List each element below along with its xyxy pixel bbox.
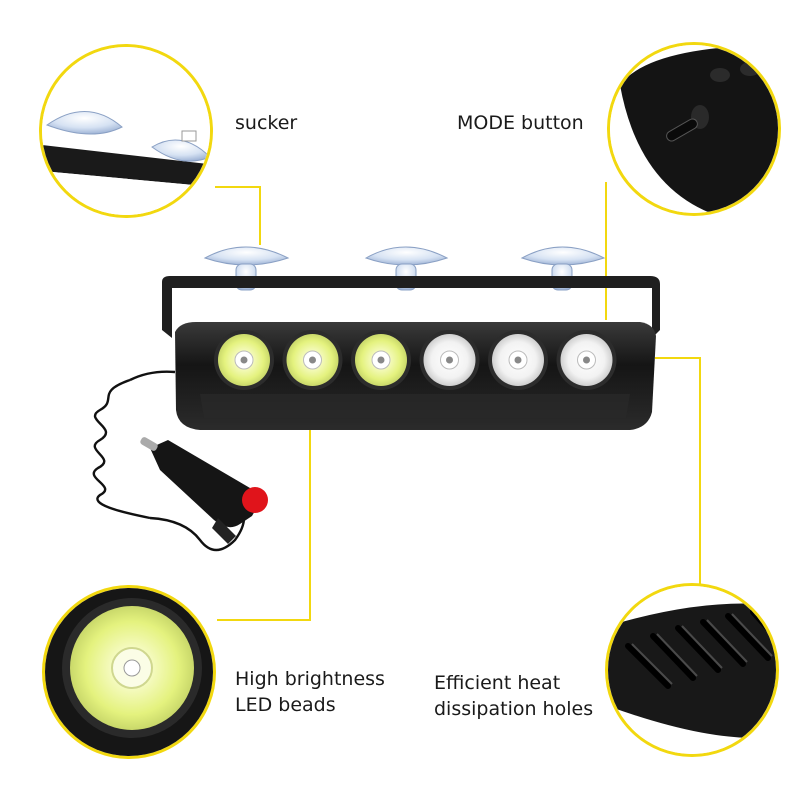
label-led-line2: LED beads [235, 694, 336, 716]
label-sucker: sucker [235, 112, 298, 134]
callout-heat-holes [605, 583, 779, 757]
led-bead [351, 330, 411, 390]
leader-line-sucker [215, 186, 261, 245]
led-bead [282, 330, 343, 390]
callout-sucker [39, 44, 213, 218]
heat-holes-closeup [608, 586, 776, 754]
led-bead [488, 330, 548, 390]
label-mode-button: MODE button [457, 112, 584, 134]
led-bead [419, 330, 480, 390]
led-row [214, 330, 617, 390]
mounting-bracket [162, 276, 660, 338]
leader-line-led [217, 395, 311, 621]
car-plug [140, 437, 268, 544]
led-bead [214, 330, 274, 390]
sucker-closeup [42, 47, 210, 215]
power-switch [242, 487, 268, 513]
led-bead-closeup [45, 588, 213, 756]
label-heat-line2: dissipation holes [434, 698, 594, 720]
mode-button-icon [666, 118, 698, 142]
mode-button-closeup [610, 45, 778, 213]
leader-lines [215, 182, 701, 621]
label-heat-line1: Efficient heat [434, 672, 561, 694]
label-led-line1: High brightness [235, 668, 385, 690]
led-bead [556, 330, 617, 390]
leader-line-heat [655, 357, 701, 585]
callout-led-bead [42, 585, 216, 759]
callout-mode-button [607, 42, 781, 216]
